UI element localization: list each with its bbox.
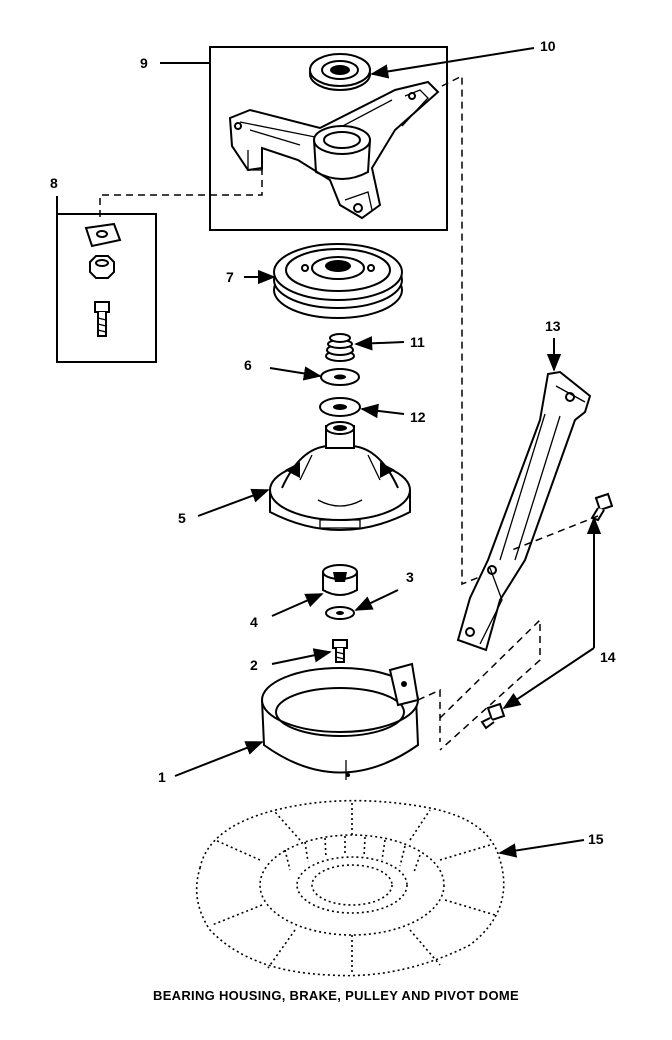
leader-6 xyxy=(269,366,322,381)
pivot-dome-part-15 xyxy=(195,799,505,977)
callout-1: 1 xyxy=(158,769,166,785)
screw-part-14-upper xyxy=(590,492,614,522)
callout-10: 10 xyxy=(540,38,556,54)
leader-2 xyxy=(271,648,332,665)
washer-part-12 xyxy=(319,397,361,417)
callout-6: 6 xyxy=(244,357,252,373)
bearing-housing-box xyxy=(209,46,448,231)
alignment-line-13 xyxy=(441,74,493,586)
leader-3 xyxy=(354,589,399,611)
screw-part-14-lower xyxy=(480,702,506,730)
leader-12 xyxy=(360,403,405,419)
hardware-part-8 xyxy=(84,222,122,337)
callout-9: 9 xyxy=(140,55,148,71)
leader-5 xyxy=(197,488,270,517)
callout-3: 3 xyxy=(406,569,414,585)
callout-15: 15 xyxy=(588,831,604,847)
leader-14b xyxy=(502,647,595,709)
callout-14: 14 xyxy=(600,649,616,665)
leader-10 xyxy=(370,47,535,79)
spring-part-11 xyxy=(325,333,355,362)
alignment-line-8 xyxy=(99,168,263,220)
diagram-caption: BEARING HOUSING, BRAKE, PULLEY AND PIVOT… xyxy=(153,988,519,1003)
shield-part-1 xyxy=(261,662,420,780)
callout-5: 5 xyxy=(178,510,186,526)
callout-12: 12 xyxy=(410,409,426,425)
leader-11 xyxy=(354,336,405,351)
leader-15 xyxy=(498,839,585,858)
washer-part-3 xyxy=(325,606,355,620)
callout-13: 13 xyxy=(545,318,561,334)
callout-11: 11 xyxy=(410,334,425,350)
leader-1 xyxy=(174,741,264,777)
callout-2: 2 xyxy=(250,657,258,673)
bolt-part-2 xyxy=(332,639,348,663)
bracket-part-13 xyxy=(456,370,592,652)
alignment-line-14 xyxy=(417,515,599,751)
leader-4 xyxy=(271,593,324,617)
bearing-housing-part-9 xyxy=(228,80,440,220)
hub-part-4 xyxy=(322,564,358,596)
hardware-box xyxy=(56,213,157,363)
pulley-part-7 xyxy=(273,243,403,319)
callout-8: 8 xyxy=(50,175,58,191)
brake-part-5 xyxy=(269,421,411,531)
callout-4: 4 xyxy=(250,614,258,630)
callout-7: 7 xyxy=(226,269,234,285)
bearing-part-10 xyxy=(309,53,371,91)
washer-part-6 xyxy=(320,368,360,386)
